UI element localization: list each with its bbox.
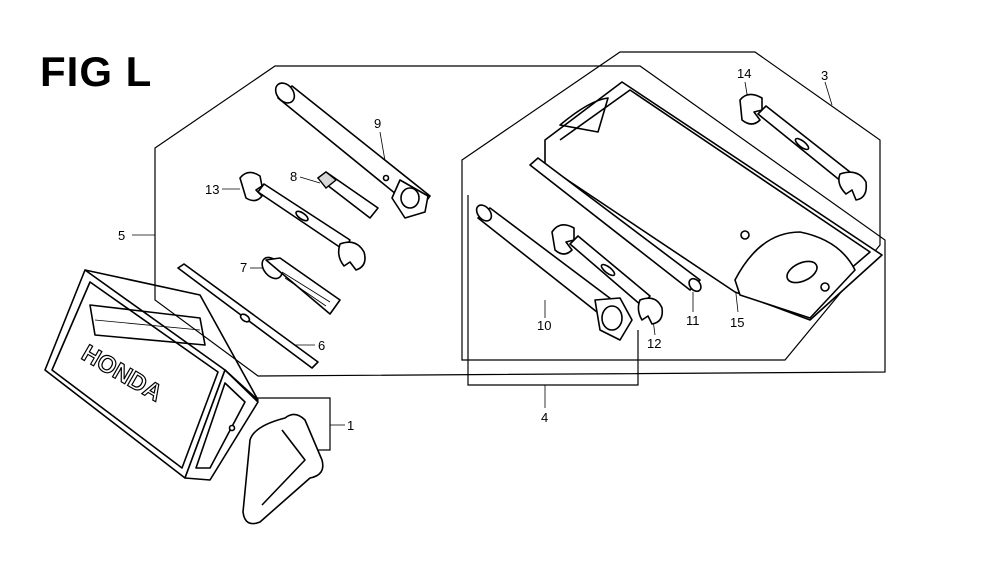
tool-bag [544,81,883,321]
box-wrench [274,82,431,219]
screwdriver-shaft [177,263,319,369]
callout-13: 13 [205,182,219,197]
callout-9: 9 [374,116,381,131]
pin-bar [529,157,702,293]
callout-11: 11 [686,313,700,328]
tool-box-cap [242,413,324,525]
callout-3: 3 [821,68,828,83]
callout-7: 7 [240,260,247,275]
screwdriver-handle [261,256,341,315]
open-end-wrench-12 [551,224,664,325]
callout-4: 4 [541,410,548,425]
group-3-boundary [461,51,881,361]
tool-box-case: HONDA [44,269,259,481]
callout-6: 6 [318,338,325,353]
callout-10: 10 [537,318,551,333]
figure-title: FIG L [40,48,153,95]
callout-8: 8 [290,169,297,184]
group-4-boundary [467,195,639,386]
group-5-boundary [154,65,886,377]
screwdriver-bit [317,171,379,219]
callout-5: 5 [118,228,125,243]
callout-12: 12 [647,336,661,351]
callout-1: 1 [347,418,354,433]
plug-wrench [475,204,633,341]
callout-15: 15 [730,315,744,330]
open-end-wrench-14 [739,93,868,201]
open-end-wrench-13 [239,171,366,271]
callout-14: 14 [737,66,751,81]
group-1-bracket [250,397,331,451]
